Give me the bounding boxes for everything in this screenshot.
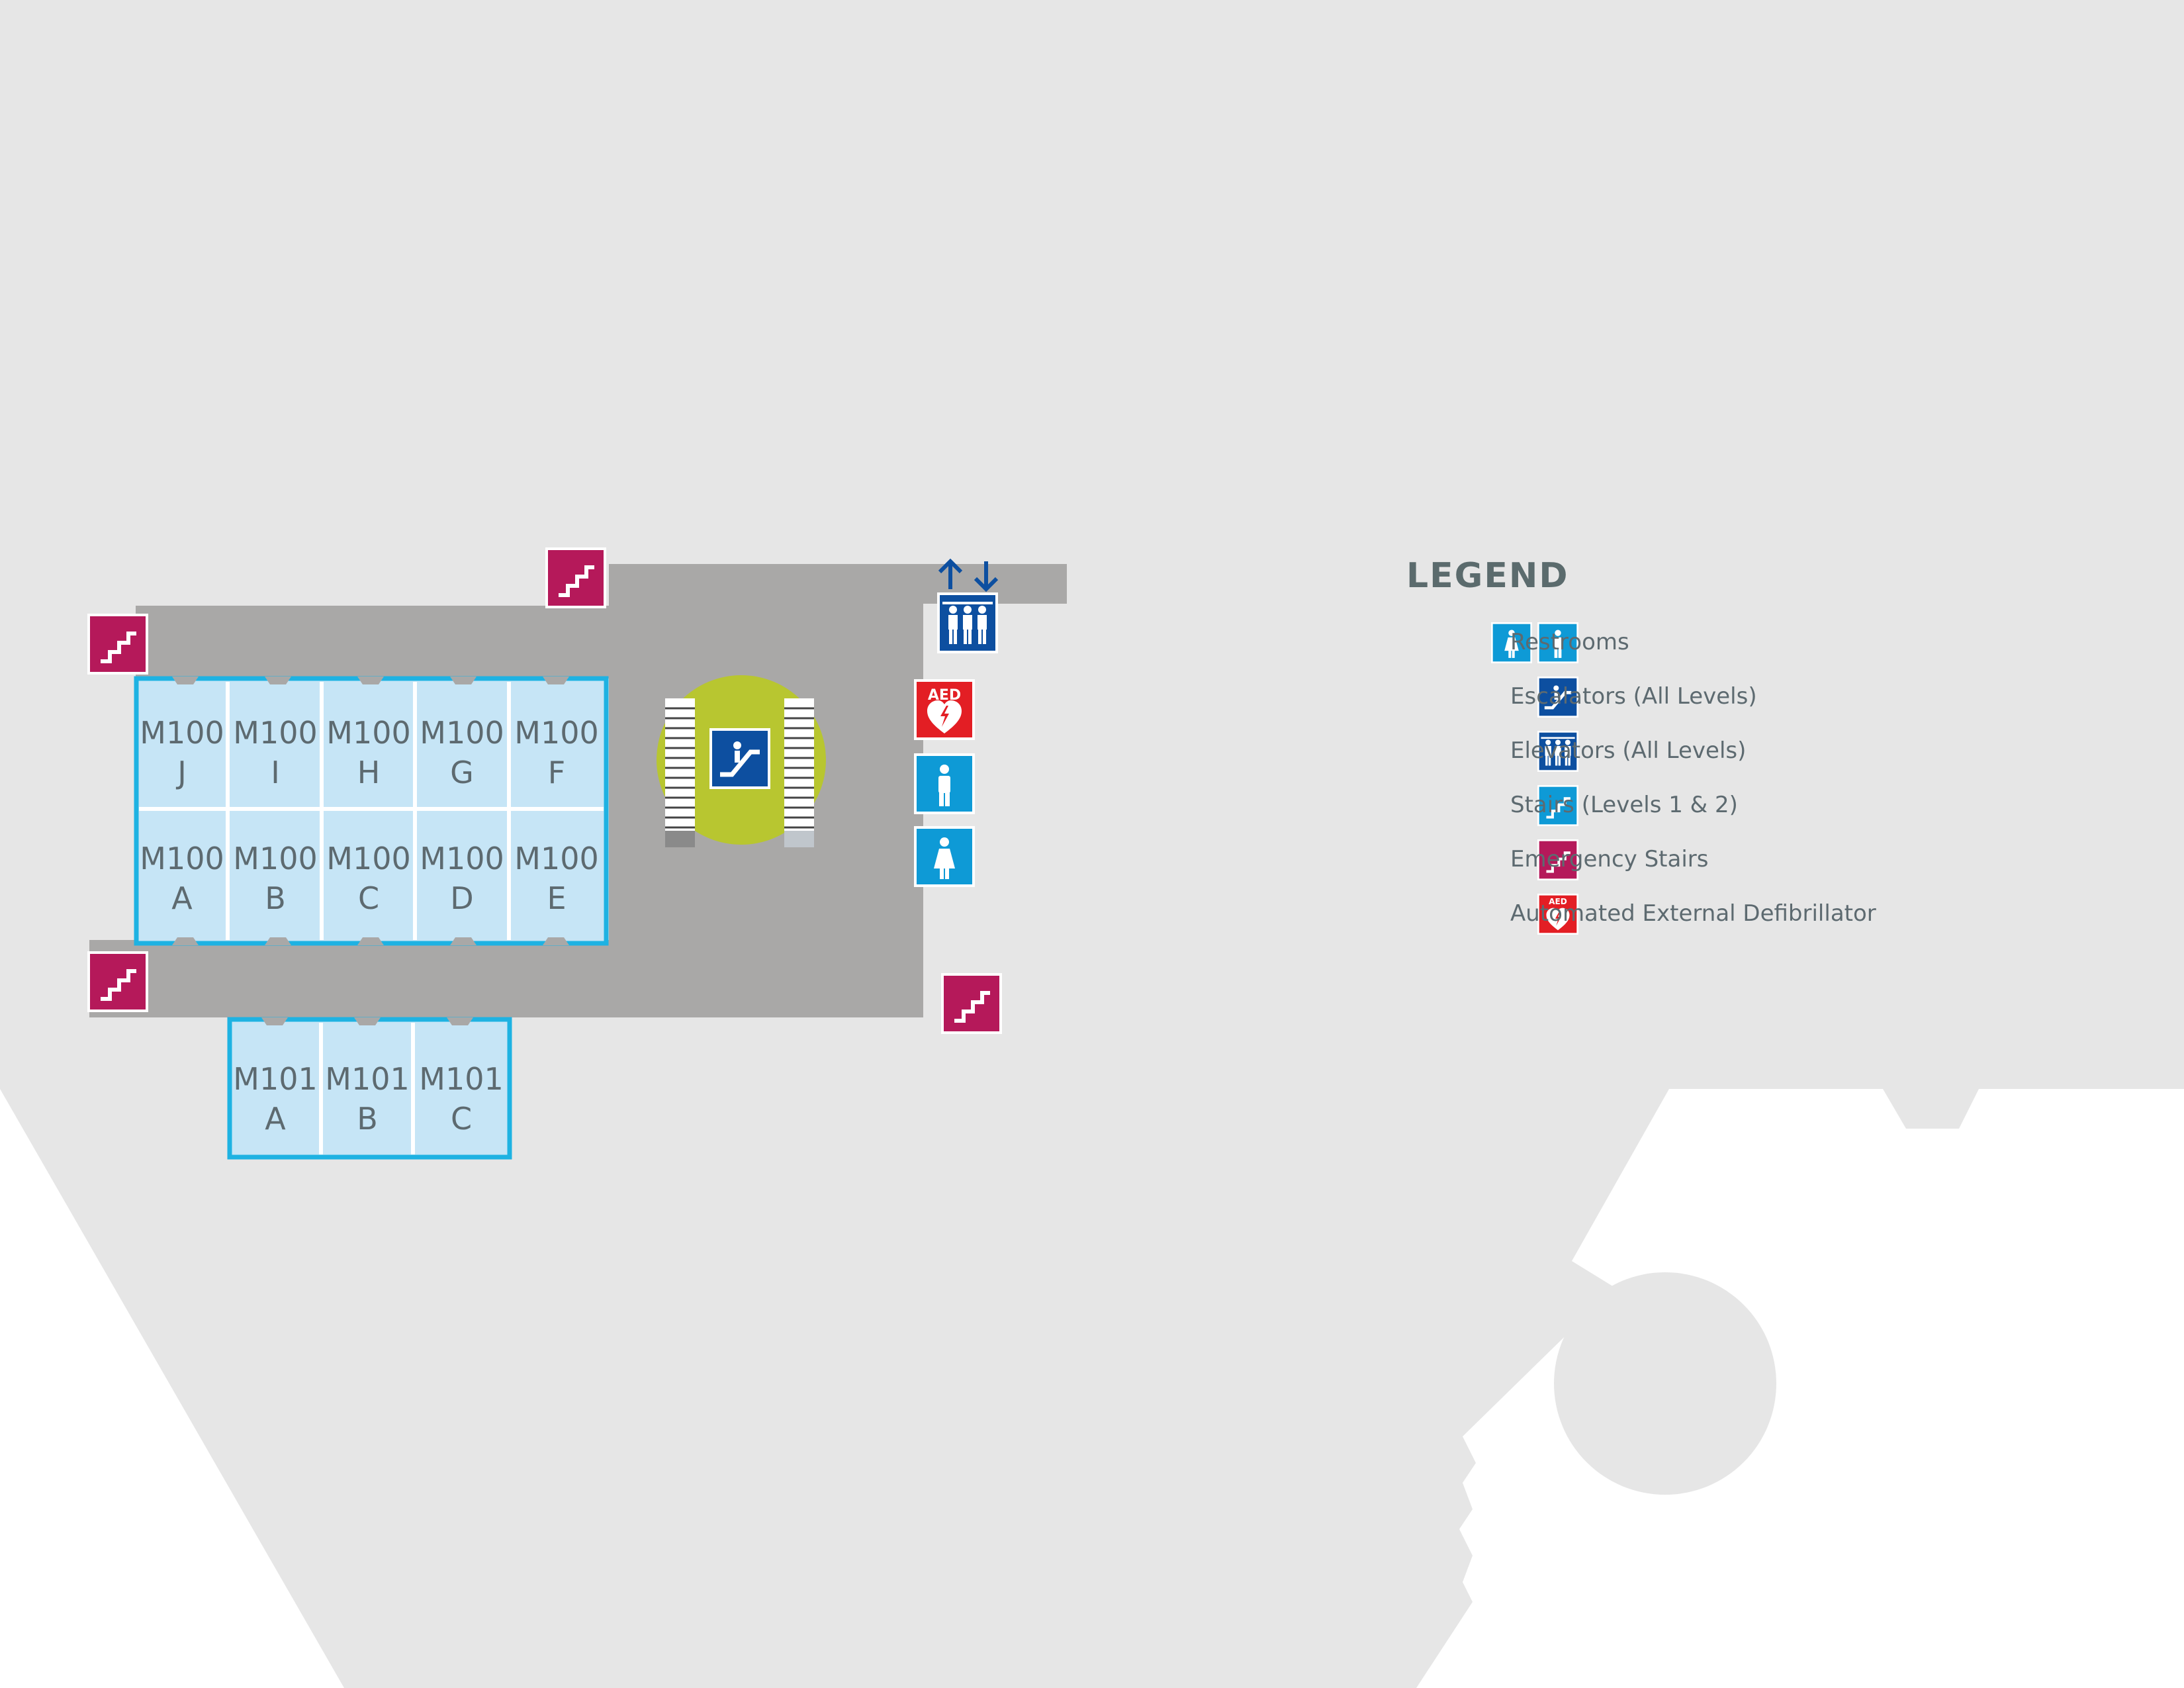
room-label-letter: H <box>357 755 381 790</box>
room-label-letter: G <box>450 755 474 790</box>
legend-item-emergency-stairs: Emergency Stairs <box>1406 839 2002 894</box>
room-label-code: M101 <box>233 1061 318 1097</box>
corridor <box>89 564 1067 1017</box>
room-block-m101: M101 A M101 B M101 C <box>227 1017 512 1160</box>
aed-icon: AED <box>1537 894 1578 935</box>
room-label-letter: D <box>450 880 473 916</box>
elevator-icon[interactable] <box>937 592 998 653</box>
room-label-letter: C <box>451 1101 472 1137</box>
legend-item-restrooms: Restrooms <box>1406 622 2002 677</box>
room-label-letter: B <box>357 1101 378 1137</box>
legend-label: Automated External Defibrillator <box>1510 900 1876 927</box>
room-block-m100: M100 J M100 I M100 H M100 G M100 F M100 … <box>134 676 609 946</box>
legend-title: LEGEND <box>1406 556 1569 596</box>
room-label-code: M100 <box>420 841 504 876</box>
legend-label: Emergency Stairs <box>1510 846 1709 872</box>
room-label-code: M100 <box>140 841 224 876</box>
legend-label: Stairs (Levels 1 & 2) <box>1510 792 1738 818</box>
legend-item-aed: AED Automated External Defibrillator <box>1406 894 2002 948</box>
room-label-letter: A <box>171 880 193 916</box>
escalator-icon[interactable] <box>709 728 770 789</box>
room-label-code: M100 <box>326 841 411 876</box>
emergency-stairs-icon[interactable] <box>941 973 1002 1034</box>
room-label-code: M100 <box>420 715 504 751</box>
room-label-code: M100 <box>326 715 411 751</box>
room-label-letter: I <box>271 755 280 790</box>
restroom-men-icon[interactable] <box>914 753 975 814</box>
room-label-code: M100 <box>233 841 318 876</box>
legend-item-escalators: Escalators (All Levels) <box>1406 677 2002 731</box>
room-label-letter: E <box>547 880 566 916</box>
room-label-code: M101 <box>325 1061 410 1097</box>
aed-badge-text: AED <box>1549 897 1567 906</box>
room-label-code: M100 <box>514 715 599 751</box>
room-label-letter: B <box>265 880 286 916</box>
aed-badge-text: AED <box>928 687 961 704</box>
legend-item-elevators: Elevators (All Levels) <box>1406 731 2002 785</box>
emergency-stairs-icon[interactable] <box>87 951 148 1012</box>
legend: LEGEND Restrooms Escalators (All Levels)… <box>1406 556 2002 948</box>
legend-label: Restrooms <box>1510 629 1629 655</box>
legend-label: Elevators (All Levels) <box>1510 737 1747 764</box>
elevator-arrows-icon <box>938 558 999 592</box>
room-label-letter: C <box>358 880 379 916</box>
escalator-right <box>784 698 814 847</box>
courtyard-circle <box>1554 1272 1776 1495</box>
room-label-letter: F <box>548 755 565 790</box>
room-label-code: M101 <box>419 1061 504 1097</box>
legend-label: Escalators (All Levels) <box>1510 683 1757 710</box>
emergency-stairs-icon[interactable] <box>545 547 606 608</box>
escalator-left <box>665 698 695 847</box>
room-label-code: M100 <box>514 841 599 876</box>
legend-item-stairs: Stairs (Levels 1 & 2) <box>1406 785 2002 839</box>
restroom-women-icon[interactable] <box>914 826 975 887</box>
room-label-code: M100 <box>233 715 318 751</box>
room-label-code: M100 <box>140 715 224 751</box>
room-label-letter: A <box>265 1101 286 1137</box>
room-label-letter: J <box>175 755 187 790</box>
emergency-stairs-icon[interactable] <box>87 614 148 675</box>
